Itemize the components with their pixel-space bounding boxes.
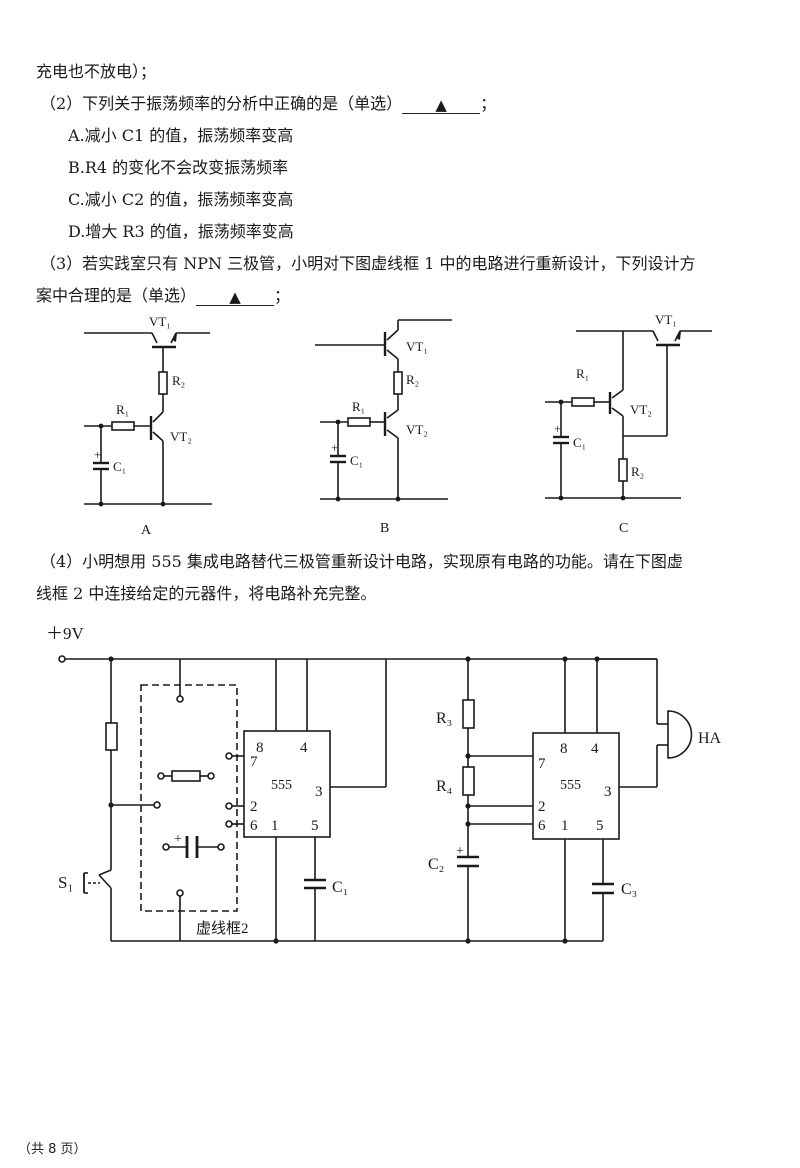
- page-footer: （共 8 页）: [18, 1142, 87, 1157]
- label-s1: S₁: [58, 873, 73, 892]
- label-c1-b: C₁: [350, 453, 363, 468]
- label-vt2-a: VT₂: [170, 429, 192, 444]
- ic2-name: 555: [560, 778, 581, 793]
- label-r1-c: R₁: [576, 366, 589, 381]
- ic1-pin-1: 1: [271, 818, 279, 834]
- ic1-pin-2: 2: [250, 799, 258, 815]
- label-c2: C₂: [428, 856, 444, 873]
- main-circuit-left: [58, 655, 657, 944]
- label-c1-c: C₁: [573, 435, 586, 450]
- question-3-stem-line1: （3）若实践室只有 NPN 三极管，小明对下图虚线框 1 中的电路进行重新设计，…: [40, 254, 696, 273]
- ic1-pin-6: 6: [250, 818, 258, 834]
- option-b-circuit: [315, 319, 452, 502]
- label-c1-main: C₁: [332, 879, 348, 896]
- label-plus-c: +: [554, 421, 561, 436]
- ic2-pin-8: 8: [560, 741, 568, 757]
- label-c1-a: C₁: [113, 459, 126, 474]
- ic2-pin-4: 4: [591, 741, 599, 757]
- ic1-pin-8: 8: [256, 740, 264, 756]
- ic2-pin-3: 3: [604, 784, 612, 800]
- ic1-pin-7: 7: [250, 754, 258, 770]
- ic2-pin-5: 5: [596, 818, 604, 834]
- caption-a: A: [141, 523, 152, 538]
- option-c: C.减小 C2 的值，振荡频率变高: [68, 190, 294, 209]
- label-c3: C₃: [621, 881, 637, 898]
- option-a: A.减小 C1 的值，振荡频率变高: [68, 126, 294, 145]
- triangle-marker-icon: ▲: [229, 288, 241, 306]
- ic1-pin-4: 4: [300, 740, 308, 756]
- answer-blank-q3[interactable]: ▲: [196, 287, 275, 306]
- ic2-pin-1: 1: [561, 818, 569, 834]
- ic1-pin-5: 5: [311, 818, 319, 834]
- label-r2-b: R₂: [406, 372, 419, 387]
- caption-c: C: [619, 521, 628, 536]
- ic2-pin-2: 2: [538, 799, 546, 815]
- punctuation: ；: [480, 94, 497, 113]
- label-buzzer-ha: HA: [698, 730, 722, 747]
- ic1-pin-3: 3: [315, 784, 323, 800]
- label-vt1-b: VT₁: [406, 339, 428, 354]
- label-vt1-a: VT₁: [149, 314, 171, 329]
- label-vt2-b: VT₂: [406, 422, 428, 437]
- ic2-pin-6: 6: [538, 818, 546, 834]
- question-3-stem-line2: 案中合理的是（单选） ▲ ；: [36, 286, 290, 306]
- option-c-circuit: [545, 330, 712, 501]
- main-circuit-right: [457, 656, 693, 944]
- option-b: B.R4 的变化不会改变振荡频率: [68, 158, 289, 177]
- question-2-stem: （2）下列关于振荡频率的分析中正确的是（单选） ▲ ；: [40, 94, 496, 114]
- label-r3: R₃: [436, 710, 452, 727]
- answer-blank-q2[interactable]: ▲: [402, 95, 481, 114]
- question-3-text: 案中合理的是（单选）: [36, 286, 197, 305]
- ic1-name: 555: [271, 778, 292, 793]
- label-vt1-c: VT₁: [655, 312, 677, 327]
- ic2-pin-7: 7: [538, 756, 546, 772]
- text-line-continuation: 充电也不放电）；: [36, 62, 157, 81]
- label-vt2-c: VT₂: [630, 402, 652, 417]
- label-r4: R₄: [436, 778, 453, 795]
- label-r2-a: R₂: [172, 373, 185, 388]
- triangle-marker-icon: ▲: [435, 96, 447, 114]
- label-plus-b: +: [331, 440, 338, 455]
- option-d: D.增大 R3 的值，振荡频率变高: [68, 222, 294, 241]
- question-2-text: （2）下列关于振荡频率的分析中正确的是（单选）: [40, 94, 403, 113]
- label-r1-a: R₁: [116, 402, 129, 417]
- label-dashed-box-2: 虚线框2: [196, 920, 249, 937]
- label-supply: ＋9V: [46, 624, 84, 643]
- label-plus-c2: +: [456, 844, 464, 859]
- label-r2-c: R₂: [631, 464, 644, 479]
- caption-b: B: [380, 521, 389, 536]
- option-a-circuit: [84, 332, 212, 507]
- punctuation: ；: [274, 286, 291, 305]
- label-plus-box: +: [174, 832, 182, 847]
- label-plus-a: +: [94, 447, 101, 462]
- label-r1-b: R₁: [352, 399, 365, 414]
- question-4-stem-line1: （4）小明想用 555 集成电路替代三极管重新设计电路，实现原有电路的功能。请在…: [40, 552, 683, 571]
- question-4-stem-line2: 线框 2 中连接给定的元器件，将电路补充完整。: [36, 584, 377, 603]
